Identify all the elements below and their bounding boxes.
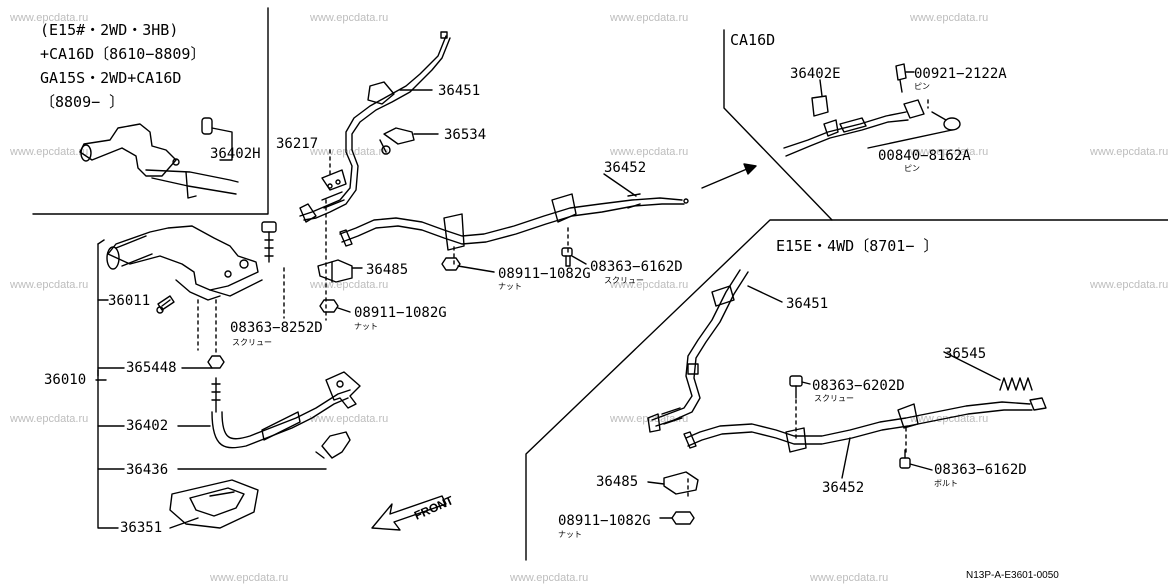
part-label-screw-6162D: 08363−6162D: [590, 259, 683, 275]
watermark: www.epcdata.ru: [610, 12, 689, 24]
part-sublabel-pin-2: ピン: [904, 164, 920, 173]
leader-bracket: [95, 239, 327, 529]
part-sublabel-nut-e15e: ナット: [558, 530, 582, 539]
watermark: www.epcdata.ru: [310, 413, 389, 425]
part-label-36534: 36534: [444, 127, 487, 143]
inset-model-line-3: GA15S・2WD+CA16D: [40, 69, 182, 87]
part-label-36011: 36011: [108, 293, 151, 309]
part-sublabel-pin-1: ピン: [914, 82, 930, 91]
watermark: www.epcdata.ru: [310, 279, 389, 291]
lever-small-drawing: [79, 117, 239, 199]
label-leaders: [161, 71, 1001, 519]
e15e-title: E15E・4WD〔8701− 〕: [776, 237, 939, 255]
cable-36451: [299, 31, 451, 223]
part-label-nut-e15e: 08911−1082G: [558, 513, 651, 529]
watermark: www.epcdata.ru: [10, 279, 89, 291]
part-sublabel-bolt: ボルト: [934, 479, 958, 488]
part-label-36452-e15e: 36452: [822, 480, 865, 496]
part-label-36451: 36451: [438, 83, 481, 99]
part-label-36217: 36217: [276, 136, 319, 152]
part-label-36010: 36010: [44, 372, 87, 388]
inset-box-border: [32, 7, 269, 215]
callout-arrow: [701, 163, 757, 189]
cable-36452: [339, 193, 689, 251]
inset-model-line-2: +CA16D〔8610−8809〕: [40, 45, 206, 63]
part-label-screw-8252D: 08363−8252D: [230, 320, 323, 336]
watermark: www.epcdata.ru: [1090, 279, 1168, 291]
e15e-inset-border: [525, 219, 1168, 561]
part-label-36402H: 36402H: [210, 146, 261, 162]
e15e-cable-drawing: [647, 269, 1047, 525]
clip-36534: [379, 127, 415, 155]
diagram-code: N13P-A-E3601-0050: [966, 570, 1059, 581]
part-label-365448: 365448: [126, 360, 177, 376]
watermark: www.epcdata.ru: [510, 572, 589, 584]
inset-model-line-4: 〔8809− 〕: [40, 93, 125, 111]
watermark: www.epcdata.ru: [310, 12, 389, 24]
part-label-36485-e15e: 36485: [596, 474, 639, 490]
watermark: www.epcdata.ru: [10, 413, 89, 425]
part-label-36351: 36351: [120, 520, 163, 536]
watermark: www.epcdata.ru: [610, 146, 689, 158]
part-sublabel-screw-6162D: スクリュー: [604, 276, 644, 285]
ca16d-title: CA16D: [730, 31, 776, 49]
part-label-36485: 36485: [366, 262, 409, 278]
part-label-36451-e15e: 36451: [786, 296, 829, 312]
part-sublabel-screw-6202D: スクリュー: [814, 394, 854, 403]
part-label-nut-1082G-right: 08911−1082G: [498, 266, 591, 282]
grommet-36351: [169, 479, 259, 529]
ca16d-inset-border: [723, 29, 833, 221]
part-label-pin-8162A: 00840−8162A: [878, 148, 971, 164]
watermark: www.epcdata.ru: [10, 12, 89, 24]
rear-rod-drawing: [207, 355, 361, 459]
part-sublabel-screw: スクリュー: [232, 338, 272, 347]
nut-right: [441, 257, 461, 271]
part-label-36452: 36452: [604, 160, 647, 176]
clip-36217: [321, 169, 347, 191]
watermark: www.epcdata.ru: [210, 572, 289, 584]
part-label-bolt-6162D: 08363−6162D: [934, 462, 1027, 478]
part-label-36436: 36436: [126, 462, 169, 478]
watermark: www.epcdata.ru: [610, 279, 689, 291]
part-label-36545: 36545: [944, 346, 987, 362]
parking-lever-drawing: [106, 221, 277, 314]
watermark: www.epcdata.ru: [10, 146, 89, 158]
inset-model-line-1: (E15#・2WD・3HB): [40, 21, 179, 39]
screw-main: [561, 247, 573, 267]
part-label-screw-6202D: 08363−6202D: [812, 378, 905, 394]
ca16d-cable-drawing: [783, 63, 961, 157]
watermark: www.epcdata.ru: [310, 146, 389, 158]
part-label-36402E: 36402E: [790, 66, 841, 82]
front-arrow-icon: [371, 495, 447, 531]
bracket-36485: [317, 259, 353, 283]
watermark: www.epcdata.ru: [810, 572, 889, 584]
part-sublabel-nut-right: ナット: [498, 282, 522, 291]
part-label-nut-1082G-left: 08911−1082G: [354, 305, 447, 321]
watermark: www.epcdata.ru: [910, 12, 989, 24]
watermark: www.epcdata.ru: [910, 146, 989, 158]
part-sublabel-nut-left: ナット: [354, 322, 378, 331]
nut-left: [319, 299, 339, 313]
part-label-pin-2122A: 00921−2122A: [914, 66, 1007, 82]
watermark: www.epcdata.ru: [1090, 146, 1168, 158]
part-label-36402: 36402: [126, 418, 169, 434]
